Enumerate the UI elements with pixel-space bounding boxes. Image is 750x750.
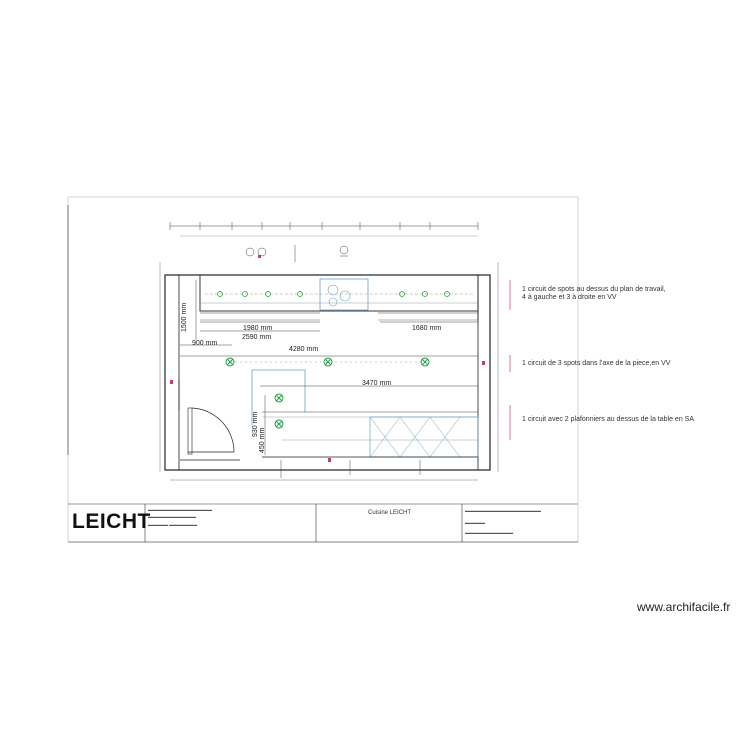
project-title: Cuisine LEICHT [368,510,412,516]
table-zone [251,369,306,425]
cabinet-run-top [199,274,479,312]
note-worktop-spots-line-2: 4 à gauche et 3 à droite en VV [522,294,617,301]
note-table-lights: 1 circuit avec 2 plafonniers au dessus d… [522,416,694,423]
sheet-frame [67,196,579,543]
note-worktop-spots-line-1: 1 circuit de spots au dessus du plan de … [522,286,666,293]
worktop-spots [217,291,450,297]
note-axis-spots: 1 circuit de 3 spots dans l'axe de la pi… [522,360,671,367]
dimension-1980: 1980 mm [243,325,273,332]
axis-spots [225,357,430,367]
dimension-1500: 1500 mm [181,302,188,332]
title-block [68,503,578,543]
dimension-lines [180,280,478,455]
wall-markers [170,255,485,462]
top-dimension-ticks [169,222,479,230]
cabinet-run-bottom [369,416,479,458]
ceiling-symbol [339,245,349,255]
title-block-fine-print-4: ▬▬▬▬▬▬▬▬▬▬▬▬▬▬▬▬▬▬▬ [465,508,541,513]
dimension-930: 930 mm [252,411,259,437]
leicht-logo: LEICHT [72,510,151,533]
door-leaf [187,407,193,455]
title-block-fine-print-2: ▬▬▬▬▬▬▬▬▬▬▬▬ [148,514,196,519]
outlet-symbol [245,247,255,257]
dimension-3470: 3470 mm [362,380,392,387]
dimension-450: 450 mm [259,427,266,453]
watermark: www.archifacile.fr [637,600,731,614]
hob [319,278,369,311]
title-block-fine-print-6: ▬▬▬▬▬▬▬▬▬▬▬▬ [465,530,513,535]
dimension-900: 900 mm [192,340,218,347]
dimension-4280: 4280 mm [289,346,319,353]
dimension-2590: 2590 mm [242,334,272,341]
table-ceiling-lights [274,393,284,429]
dimension-1680: 1680 mm [412,325,442,332]
title-block-fine-print-1: ▬▬▬▬▬▬▬▬▬▬▬▬▬▬▬▬ [148,507,212,512]
title-block-fine-print-3: ▬▬▬▬▬ ▬▬▬▬▬▬▬ [148,522,198,527]
room-outline [164,274,491,471]
note-worktop-spots: 1 circuit de spots au dessus du plan de … [522,286,666,302]
right-wall [477,274,491,471]
door-swing [191,407,235,453]
left-wall [164,274,180,471]
title-block-fine-print-5: ▬▬▬▬▬ [465,520,485,525]
